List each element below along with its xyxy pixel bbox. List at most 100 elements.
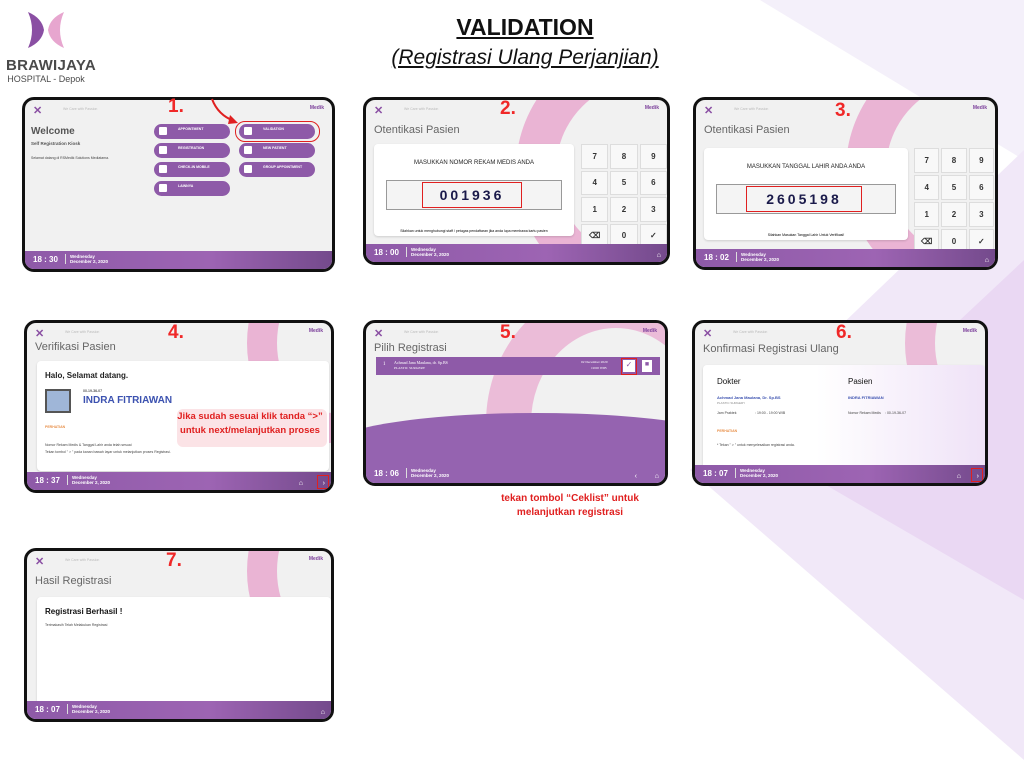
thanks-text: Terimakasih Telah Melakukan Registrasi bbox=[45, 623, 108, 627]
next-button[interactable]: › bbox=[976, 473, 979, 480]
logo-name: BRAWIJAYA bbox=[6, 57, 96, 74]
doctor-heading: Dokter bbox=[717, 377, 741, 386]
home-icon[interactable]: ⌂ bbox=[298, 480, 303, 487]
kiosk-logo-icon: ✕ bbox=[35, 556, 45, 568]
back-button[interactable]: ‹ bbox=[634, 473, 637, 480]
key[interactable]: 0 bbox=[610, 223, 638, 248]
step-number-4: 4. bbox=[168, 322, 184, 343]
people-icon bbox=[159, 184, 167, 192]
step-number-3: 3. bbox=[835, 100, 851, 121]
screen-step-4: ✕ We Care with Passion Medik Verifikasi … bbox=[24, 320, 334, 493]
confirm-key[interactable]: ✓ bbox=[639, 223, 667, 248]
medik-logo: Medik bbox=[308, 556, 323, 562]
key[interactable]: 3 bbox=[639, 197, 667, 222]
key[interactable]: 9 bbox=[968, 148, 994, 173]
mrn-value: 001936 bbox=[422, 182, 522, 208]
key[interactable]: 4 bbox=[581, 170, 609, 195]
registration-row[interactable]: 1 Achmad Jana Maulana, dr. Sp.BS PLASTIC… bbox=[376, 357, 660, 375]
attention-label: PERHATIAN bbox=[717, 429, 738, 433]
trash-icon[interactable]: ■ bbox=[642, 360, 652, 372]
home-icon[interactable]: ⌂ bbox=[984, 257, 989, 264]
key[interactable]: 7 bbox=[914, 148, 940, 173]
key[interactable]: 1 bbox=[581, 197, 609, 222]
screen-title: Pilih Registrasi bbox=[374, 342, 447, 354]
tagline: We Care with Passion bbox=[404, 330, 439, 334]
mrn-input[interactable] bbox=[386, 180, 562, 210]
medik-logo: Medik bbox=[308, 328, 323, 334]
menu-appointment[interactable]: APPOINTMENT bbox=[154, 124, 230, 139]
next-button[interactable]: › bbox=[322, 480, 325, 487]
clock: 18 : 00 bbox=[374, 248, 399, 257]
screen-title: Konfirmasi Registrasi Ulang bbox=[703, 343, 839, 355]
medik-logo: Medik bbox=[644, 105, 659, 111]
step-5-note: tekan tombol “Ceklist” untuk melanjutkan… bbox=[501, 493, 639, 518]
kiosk-logo-icon: ✕ bbox=[35, 328, 45, 340]
key[interactable]: 9 bbox=[639, 144, 667, 169]
key[interactable]: 7 bbox=[581, 144, 609, 169]
info-line-2: Tekan tombol " > " pada kanan bawah laya… bbox=[45, 450, 171, 454]
patient-name: INDRA FITRIAWAN bbox=[83, 395, 173, 406]
key[interactable]: 2 bbox=[941, 202, 967, 227]
tagline: We Care with Passion bbox=[733, 330, 768, 334]
home-icon[interactable]: ⌂ bbox=[320, 709, 325, 716]
group-icon bbox=[244, 165, 252, 173]
key[interactable]: 5 bbox=[941, 175, 967, 200]
key[interactable]: 8 bbox=[941, 148, 967, 173]
clock: 18 : 06 bbox=[374, 469, 399, 478]
screen-step-7: ✕ We Care with Passion Medik Hasil Regis… bbox=[24, 548, 334, 722]
menu-registration[interactable]: REGISTRATION bbox=[154, 143, 230, 158]
kiosk-logo-icon: ✕ bbox=[704, 105, 714, 117]
home-icon[interactable]: ⌂ bbox=[654, 473, 659, 480]
note-bubble bbox=[177, 409, 327, 447]
wave-decoration bbox=[366, 413, 665, 483]
key[interactable]: 8 bbox=[610, 144, 638, 169]
screen-step-1: ✕ We Care with Passion Medik Welcome Sel… bbox=[22, 97, 335, 272]
edit-icon bbox=[159, 146, 167, 154]
patient-heading: Pasien bbox=[848, 377, 873, 386]
clock: 18 : 07 bbox=[703, 469, 728, 478]
greeting: Halo, Selamat datang. bbox=[45, 371, 129, 380]
key[interactable]: 5 bbox=[610, 170, 638, 195]
menu-lainnya[interactable]: LAINNYA bbox=[154, 181, 230, 196]
home-icon[interactable]: ⌂ bbox=[656, 252, 661, 259]
calendar-icon bbox=[159, 127, 167, 135]
doctor-name: Achmad Jana Maulana, Dr. Sp.BS bbox=[717, 395, 781, 400]
home-icon[interactable]: ⌂ bbox=[956, 473, 961, 480]
clock: 18 : 02 bbox=[704, 253, 729, 262]
result-card: Registrasi Berhasil ! Terimakasih Telah … bbox=[37, 597, 331, 707]
kiosk-logo-icon: ✕ bbox=[33, 105, 43, 117]
key[interactable]: 6 bbox=[968, 175, 994, 200]
menu-validation[interactable]: VALIDATION bbox=[239, 124, 315, 139]
key[interactable]: 1 bbox=[914, 202, 940, 227]
input-card: MASUKKAN TANGGAL LAHIR ANDA ANDA 2605198… bbox=[704, 148, 908, 240]
kiosk-logo-icon: ✕ bbox=[374, 328, 384, 340]
key[interactable]: 3 bbox=[968, 202, 994, 227]
check-button[interactable]: ✓ bbox=[623, 360, 635, 372]
screen-step-6: ✕ We Care with Passion Medik Konfirmasi … bbox=[692, 320, 988, 486]
menu-checkin-mobile[interactable]: CHECK-IN MOBILE bbox=[154, 162, 230, 177]
screen-step-2: ✕ We Care with Passion Medik Otentikasi … bbox=[363, 97, 670, 265]
screen-title: Hasil Registrasi bbox=[35, 575, 112, 587]
menu-group-appointment[interactable]: GROUP APPOINTMENT bbox=[239, 162, 315, 177]
tagline: We Care with Passion bbox=[65, 330, 100, 334]
key[interactable]: 4 bbox=[914, 175, 940, 200]
input-card: MASUKKAN NOMOR REKAM MEDIS ANDA 001936 S… bbox=[374, 144, 574, 236]
step-number-1: 1. bbox=[168, 96, 184, 117]
menu-new-patient[interactable]: NEW PATIENT bbox=[239, 143, 315, 158]
backspace-key[interactable]: ⌫ bbox=[581, 223, 609, 248]
key[interactable]: 6 bbox=[639, 170, 667, 195]
highlight-next bbox=[317, 475, 329, 489]
arrow-annotation bbox=[211, 98, 238, 124]
medik-logo: Medik bbox=[972, 105, 987, 111]
medik-logo: Medik bbox=[309, 105, 324, 111]
mr-label: Nomor Rekam Medis bbox=[848, 411, 881, 415]
key[interactable]: 2 bbox=[610, 197, 638, 222]
doctor-specialty: PLASTIC SURGERY bbox=[717, 401, 746, 405]
